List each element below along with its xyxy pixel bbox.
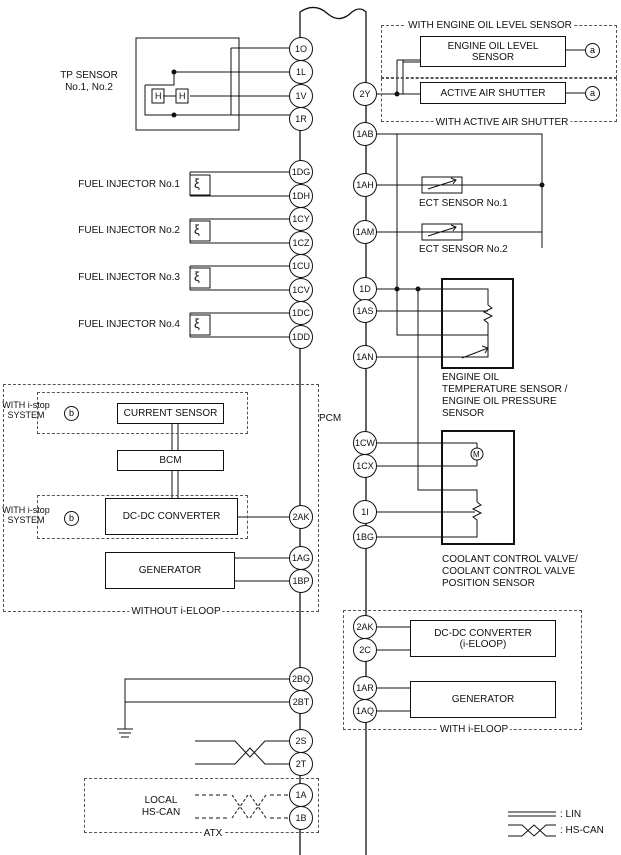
dcdc-right-box: DC-DC CONVERTER(i-ELOOP)	[410, 620, 556, 657]
pin-2AK-right: 2AK	[353, 615, 377, 639]
pin-1CZ: 1CZ	[289, 231, 313, 255]
pcm-outline	[299, 6, 367, 855]
pin-1O: 1O	[289, 37, 313, 61]
coolant-valve-wires	[377, 289, 478, 538]
atx-label: ATX	[201, 828, 225, 839]
tp-hall-left: H	[155, 91, 162, 101]
pin-1AS: 1AS	[353, 299, 377, 323]
pin-1AN: 1AN	[353, 345, 377, 369]
connector-b2: b	[64, 511, 79, 526]
pin-2BQ: 2BQ	[289, 667, 313, 691]
bcm-link-wires	[171, 424, 179, 498]
ground-wire	[124, 678, 290, 703]
legend-hscan	[508, 824, 556, 837]
ieloop-wires	[377, 626, 410, 712]
bcm-box: BCM	[117, 450, 224, 471]
injector4-label: FUEL INJECTOR No.4	[78, 319, 180, 330]
current-sensor-box: CURRENT SENSOR	[117, 403, 224, 424]
local-hscan-wire	[195, 794, 290, 819]
ect1-label: ECT SENSOR No.1	[419, 198, 508, 209]
coolant-motor-icon: M	[473, 450, 480, 459]
pin-1BG: 1BG	[353, 525, 377, 549]
pin-1B: 1B	[289, 806, 313, 830]
injector3-label: FUEL INJECTOR No.3	[78, 272, 180, 283]
pin-2AK-left: 2AK	[289, 505, 313, 529]
injector-wires	[189, 171, 290, 338]
injector1-coil-icon: ξ	[194, 176, 200, 191]
istop2-group	[37, 495, 248, 539]
legend-lin	[508, 811, 556, 817]
pin-2Y: 2Y	[353, 82, 377, 106]
pin-1AM: 1AM	[353, 220, 377, 244]
pin-1BP: 1BP	[289, 569, 313, 593]
pin-1A: 1A	[289, 783, 313, 807]
pin-1DC: 1DC	[289, 301, 313, 325]
without-ieloop-label: WITHOUT i-ELOOP	[129, 606, 223, 617]
with-active-shutter-label: WITH ACTIVE AIR SHUTTER	[433, 117, 571, 128]
injector1-label: FUEL INJECTOR No.1	[78, 179, 180, 190]
oil-temp-box	[441, 278, 514, 369]
pin-1AB: 1AB	[353, 122, 377, 146]
dcdc-left-box: DC-DC CONVERTER	[105, 498, 238, 535]
tp-hall-right: H	[179, 91, 186, 101]
atx-group	[84, 778, 319, 833]
pin-1D: 1D	[353, 277, 377, 301]
pin-2C: 2C	[353, 638, 377, 662]
pin-1CW: 1CW	[353, 431, 377, 455]
pin-1AQ: 1AQ	[353, 699, 377, 723]
pin-1V: 1V	[289, 84, 313, 108]
pin-1CU: 1CU	[289, 254, 313, 278]
pcm-label: PCM	[319, 413, 342, 424]
with-oil-level-label: WITH ENGINE OIL LEVEL SENSOR	[406, 20, 574, 31]
injector2-coil-icon: ξ	[194, 222, 200, 237]
ect2-label: ECT SENSOR No.2	[419, 244, 508, 255]
tp-sensor-box	[135, 37, 240, 131]
injector4-coil-icon: ξ	[194, 316, 200, 331]
generator-right-box: GENERATOR	[410, 681, 556, 718]
coolant-valve-box	[441, 430, 515, 545]
with-ieloop-label: WITH i-ELOOP	[437, 724, 511, 735]
pin-2BT: 2BT	[289, 690, 313, 714]
active-air-shutter-box: ACTIVE AIR SHUTTER	[420, 82, 566, 104]
pin-2S: 2S	[289, 729, 313, 753]
legend-lin-label: : LIN	[560, 809, 582, 820]
generator-left-wires	[235, 557, 290, 582]
pin-1DG: 1DG	[289, 160, 313, 184]
injector2-label: FUEL INJECTOR No.2	[78, 225, 180, 236]
pin-1AG: 1AG	[289, 546, 313, 570]
coolant-valve-label: COOLANT CONTROL VALVE/ COOLANT CONTROL V…	[442, 554, 578, 589]
connector-a2: a	[585, 86, 600, 101]
pin-1DD: 1DD	[289, 325, 313, 349]
oil-temp-wires	[377, 288, 489, 358]
pin-1I: 1I	[353, 500, 377, 524]
connector-b1: b	[64, 406, 79, 421]
pin-1CV: 1CV	[289, 278, 313, 302]
pin-1CX: 1CX	[353, 454, 377, 478]
pin-1L: 1L	[289, 60, 313, 84]
pin-2T: 2T	[289, 752, 313, 776]
injector3-coil-icon: ξ	[194, 269, 200, 284]
legend-hscan-label: : HS-CAN	[560, 825, 604, 836]
tp-sensor-wires	[144, 47, 290, 116]
generator-left-box: GENERATOR	[105, 552, 235, 589]
pin-1R: 1R	[289, 107, 313, 131]
istop1-group	[37, 392, 248, 434]
pin-1AR: 1AR	[353, 676, 377, 700]
hscan-wire	[195, 740, 290, 765]
connector-a1: a	[585, 43, 600, 58]
pin-1DH: 1DH	[289, 184, 313, 208]
pin-1AH: 1AH	[353, 173, 377, 197]
pin-1CY: 1CY	[289, 207, 313, 231]
oil-temp-pressure-label: ENGINE OIL TEMPERATURE SENSOR / ENGINE O…	[442, 372, 568, 419]
ect-wires	[377, 133, 543, 248]
